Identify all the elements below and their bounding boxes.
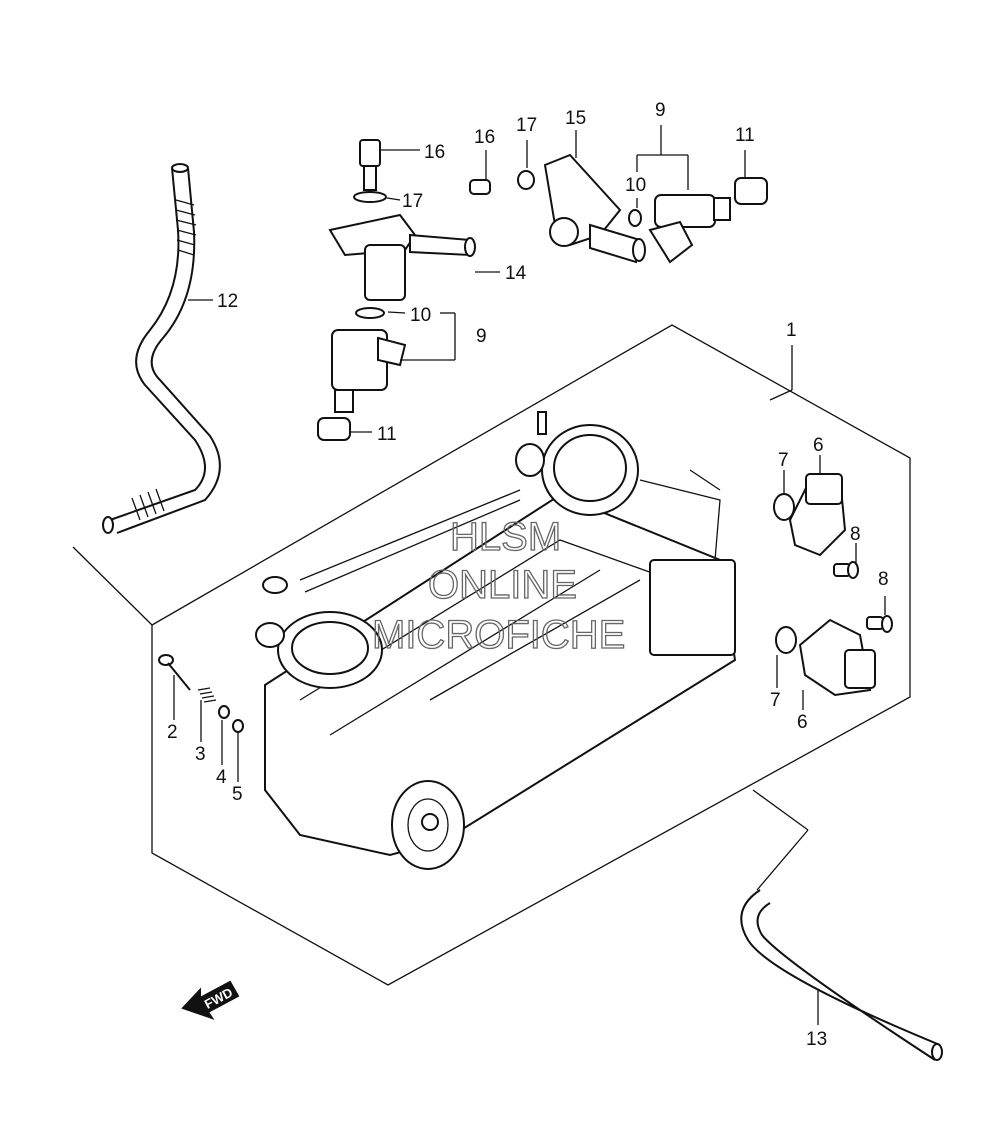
hose-13 (740, 889, 943, 1061)
callout-9-right: 9 (655, 100, 666, 121)
callout-3: 3 (195, 744, 206, 765)
leader-13b (756, 829, 809, 891)
leader-12 (72, 546, 153, 626)
callout-10-right: 10 (625, 175, 646, 196)
sensor-lower (798, 618, 876, 697)
callout-16-left: 16 (424, 142, 445, 163)
injector-assembly-right (469, 153, 768, 264)
callout-6-upper: 6 (813, 435, 824, 456)
fwd-arrow: FWD (181, 980, 240, 1020)
callout-7-lower: 7 (770, 690, 781, 711)
o-ring-lower (775, 626, 797, 654)
injector-assembly-left (317, 139, 476, 441)
screw-lower (866, 615, 893, 633)
callout-14: 14 (505, 263, 527, 284)
callout-6-lower: 6 (797, 712, 808, 733)
callout-13: 13 (806, 1029, 827, 1050)
callout-17-right: 17 (516, 115, 537, 136)
callout-8-upper: 8 (850, 524, 861, 545)
spring-3 (197, 687, 217, 703)
callout-1: 1 (786, 320, 797, 341)
throttle-body (255, 411, 737, 870)
watermark-line-1: HLSM (450, 515, 561, 559)
callout-4: 4 (216, 767, 227, 788)
washer-4 (218, 705, 230, 719)
leader-lines (173, 125, 886, 1025)
callout-11-right: 11 (735, 125, 755, 146)
callout-17-left: 17 (402, 191, 423, 212)
o-ring-5 (232, 719, 244, 733)
screw-2 (158, 654, 191, 691)
callout-2: 2 (167, 722, 178, 743)
hose-12 (102, 163, 221, 534)
fwd-label: FWD (202, 985, 235, 1012)
callout-9-left: 9 (476, 326, 487, 347)
watermark-line-3: MICROFICHE (372, 613, 625, 657)
callout-7-upper: 7 (778, 450, 789, 471)
callout-10-left: 10 (410, 305, 431, 326)
o-ring-upper (773, 493, 795, 521)
screw-upper (833, 561, 859, 579)
callout-16-right: 16 (474, 127, 495, 148)
callout-5: 5 (232, 784, 243, 805)
callout-15: 15 (565, 108, 586, 129)
assembly-frame (151, 324, 911, 986)
callout-12: 12 (217, 291, 238, 312)
callout-8-lower: 8 (878, 569, 889, 590)
watermark-line-2: ONLINE (428, 563, 577, 607)
callout-11-left: 11 (377, 424, 397, 445)
leader-13 (752, 789, 809, 831)
sensor-upper (788, 473, 847, 557)
